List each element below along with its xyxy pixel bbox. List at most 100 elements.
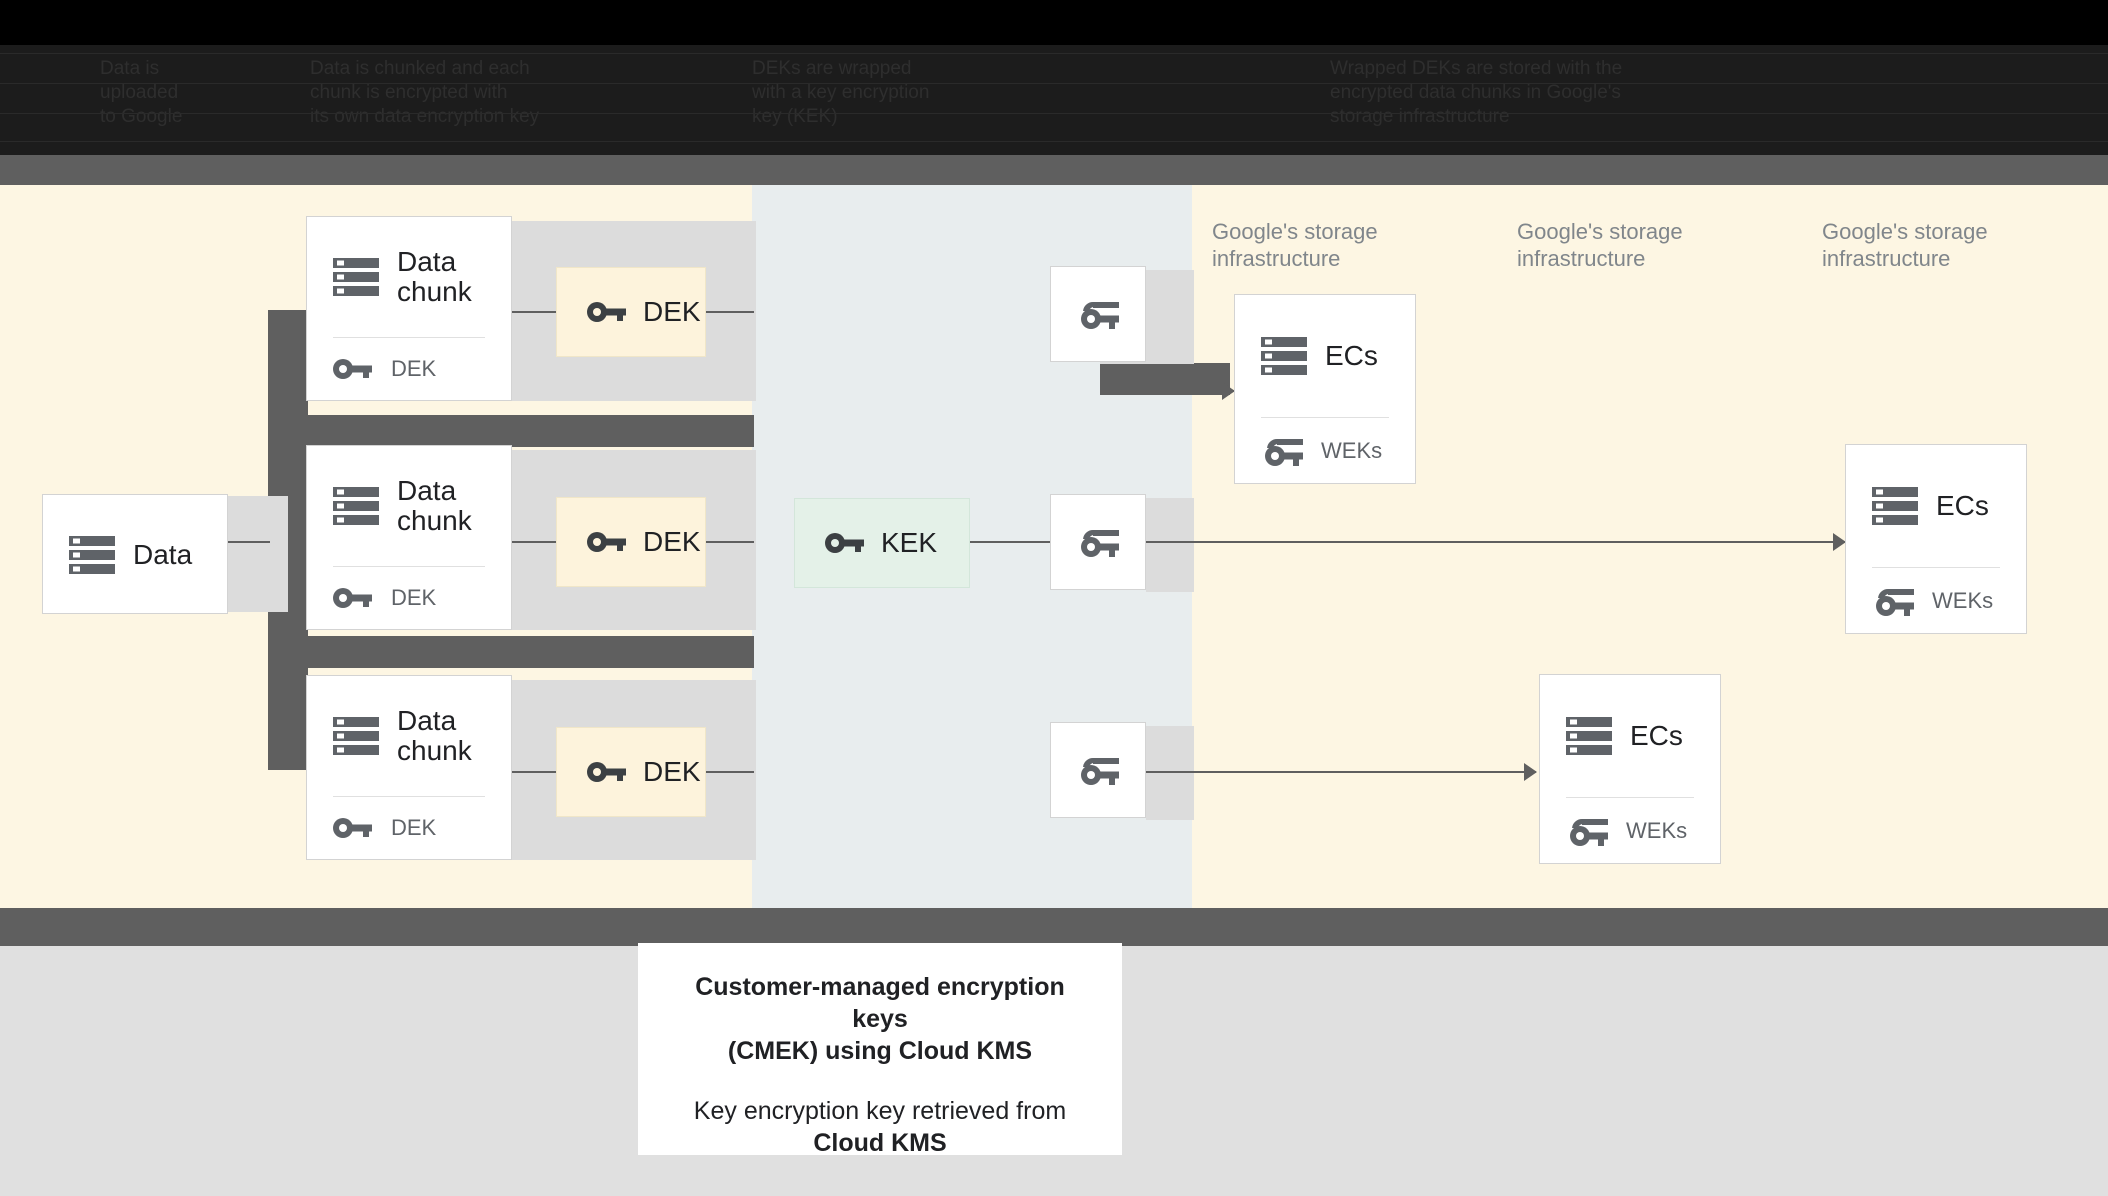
chunk-card-label: Data chunk bbox=[397, 246, 472, 307]
ec-card-label: ECs bbox=[1630, 720, 1683, 751]
dek-chip-3[interactable]: DEK bbox=[556, 727, 706, 817]
wek-to-ec-block bbox=[1100, 363, 1230, 395]
legend-rule bbox=[0, 113, 2108, 114]
ec-card-3[interactable]: ECs WEKs bbox=[1539, 674, 1721, 864]
dek-chip-1[interactable]: DEK bbox=[556, 267, 706, 357]
legend-rule bbox=[0, 83, 2108, 84]
chunk2-to-dek-line bbox=[512, 541, 556, 543]
double-key-icon bbox=[1261, 435, 1303, 467]
infra-label-3: Google's storage infrastructure bbox=[1822, 219, 1988, 271]
caption-title-line1: Customer-managed encryption keys bbox=[695, 973, 1065, 1033]
wek3-to-ec3-line bbox=[1146, 771, 1536, 773]
double-key-icon bbox=[1077, 298, 1119, 330]
key-icon bbox=[587, 299, 627, 325]
card-divider bbox=[333, 566, 485, 567]
ec-card-2[interactable]: ECs WEKs bbox=[1845, 444, 2027, 634]
card-divider bbox=[1261, 417, 1389, 418]
legend-col1-text: Data is chunked and each chunk is encryp… bbox=[310, 58, 540, 127]
server-icon bbox=[333, 257, 379, 297]
double-key-icon bbox=[1077, 754, 1119, 786]
ec-card-main-row: ECs bbox=[1540, 675, 1720, 797]
ec-card-1[interactable]: ECs WEKs bbox=[1234, 294, 1416, 484]
data-card-row: Data bbox=[43, 495, 227, 615]
card-divider bbox=[333, 796, 485, 797]
fanout-branch-mid bbox=[268, 636, 754, 668]
ec-card-key-row: WEKs bbox=[1235, 418, 1415, 484]
data-card[interactable]: Data bbox=[42, 494, 228, 614]
arrow-head-ec1 bbox=[1222, 382, 1235, 400]
arrow-head-ec3 bbox=[1524, 763, 1537, 781]
key-icon bbox=[587, 529, 627, 555]
kek-chip[interactable]: KEK bbox=[794, 498, 970, 588]
chunk-card-label: Data chunk bbox=[397, 705, 472, 766]
card-divider bbox=[1872, 567, 2000, 568]
chunk-card-main-row: Data chunk bbox=[307, 676, 511, 796]
dek1-to-wek-line bbox=[706, 311, 754, 313]
ec-card-key-label: WEKs bbox=[1626, 818, 1688, 843]
card-divider bbox=[1566, 797, 1694, 798]
legend-rule bbox=[0, 53, 2108, 54]
chunk-card-1[interactable]: Data chunk DEK bbox=[306, 216, 512, 401]
ec-card-main-row: ECs bbox=[1235, 295, 1415, 417]
key-icon bbox=[825, 530, 865, 556]
server-icon bbox=[1566, 716, 1612, 756]
wrapped-key-box-2[interactable] bbox=[1050, 494, 1146, 590]
legend-rule bbox=[0, 141, 2108, 142]
dek2-to-wek-line bbox=[706, 541, 754, 543]
wek-box-shadow bbox=[1146, 498, 1194, 592]
wrapped-key-box-1[interactable] bbox=[1050, 266, 1146, 362]
ec-card-key-row: WEKs bbox=[1540, 798, 1720, 864]
chunk-card-key-label: DEK bbox=[391, 585, 437, 610]
chunk-card-key-row: DEK bbox=[307, 567, 511, 629]
data-card-label: Data bbox=[133, 539, 193, 570]
server-icon bbox=[69, 535, 115, 575]
ec-card-key-label: WEKs bbox=[1932, 588, 1994, 613]
chunk-card-key-label: DEK bbox=[391, 815, 437, 840]
server-icon bbox=[1872, 486, 1918, 526]
fanout-branch-top bbox=[268, 415, 754, 447]
arrow-head-ec2 bbox=[1833, 533, 1846, 551]
kek-chip-label: KEK bbox=[881, 527, 938, 558]
server-icon bbox=[1261, 336, 1307, 376]
dek-chip-label: DEK bbox=[643, 526, 701, 557]
chunk1-to-dek-line bbox=[512, 311, 556, 313]
wek1-to-ec1-line bbox=[1146, 390, 1236, 392]
legend-col3-text: Wrapped DEKs are stored with the encrypt… bbox=[1330, 58, 1623, 127]
caption-card: Customer-managed encryption keys (CMEK) … bbox=[638, 943, 1122, 1157]
chunk-card-key-row: DEK bbox=[307, 797, 511, 859]
kek-to-wek-line bbox=[970, 541, 1050, 543]
caption-body-line1: Key encryption key retrieved from bbox=[693, 1097, 1067, 1125]
chunk-card-2[interactable]: Data chunk DEK bbox=[306, 445, 512, 630]
caption-body-line2: Cloud KMS bbox=[813, 1129, 947, 1157]
infra-label-1: Google's storage infrastructure bbox=[1212, 219, 1378, 271]
ec-card-label: ECs bbox=[1325, 340, 1378, 371]
dek-chip-2[interactable]: DEK bbox=[556, 497, 706, 587]
wrapped-key-box-3[interactable] bbox=[1050, 722, 1146, 818]
key-icon bbox=[587, 759, 627, 785]
chunk-card-key-row: DEK bbox=[307, 338, 511, 400]
dek-chip-label: DEK bbox=[643, 296, 701, 327]
legend-col2-text: DEKs are wrapped with a key encryption k… bbox=[752, 58, 930, 127]
server-icon bbox=[333, 486, 379, 526]
wek2-to-ec2-line bbox=[1146, 541, 1846, 543]
server-icon bbox=[333, 716, 379, 756]
caption-title-line2: (CMEK) using Cloud KMS bbox=[727, 1037, 1033, 1065]
wek-box-shadow bbox=[1146, 726, 1194, 820]
bottom-divider-band bbox=[0, 908, 2108, 946]
ec-card-key-row: WEKs bbox=[1846, 568, 2026, 634]
double-key-icon bbox=[1077, 526, 1119, 558]
data-to-spine-line bbox=[228, 541, 270, 543]
ec-card-key-label: WEKs bbox=[1321, 438, 1383, 463]
chunk-card-label: Data chunk bbox=[397, 475, 472, 536]
dek-chip-label: DEK bbox=[643, 756, 701, 787]
chunk-card-main-row: Data chunk bbox=[307, 446, 511, 566]
infra-label-2: Google's storage infrastructure bbox=[1517, 219, 1683, 271]
ec-card-main-row: ECs bbox=[1846, 445, 2026, 567]
double-key-icon bbox=[1566, 815, 1608, 847]
chunk-card-3[interactable]: Data chunk DEK bbox=[306, 675, 512, 860]
key-icon bbox=[333, 356, 373, 382]
data-card-shadow bbox=[228, 496, 288, 612]
key-icon bbox=[333, 815, 373, 841]
dek3-to-wek-line bbox=[706, 771, 754, 773]
